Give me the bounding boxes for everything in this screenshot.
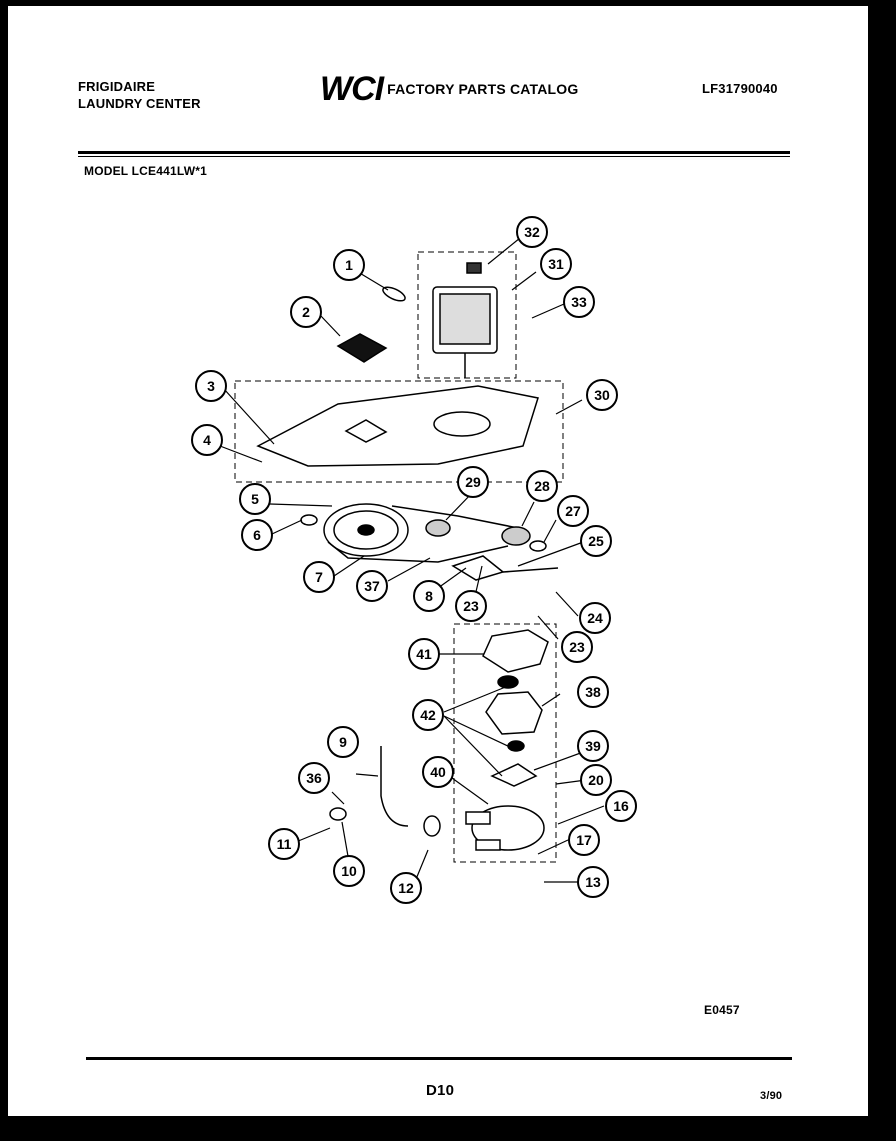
idler-pulley-part bbox=[425, 519, 451, 537]
pad-part bbox=[336, 333, 388, 363]
wci-logo: WCI bbox=[320, 70, 384, 108]
callout-38: 38 bbox=[577, 676, 609, 708]
svg-text:25: 25 bbox=[588, 533, 604, 549]
svg-text:28: 28 bbox=[534, 478, 550, 494]
catalog-title: FACTORY PARTS CATALOG bbox=[387, 80, 579, 97]
callout-36: 36 bbox=[298, 762, 330, 794]
callout-42: 42 bbox=[412, 699, 444, 731]
callout-13: 13 bbox=[577, 866, 609, 898]
footer-rule bbox=[86, 1057, 792, 1060]
header-rule-thin bbox=[78, 156, 790, 157]
svg-text:11: 11 bbox=[277, 836, 292, 852]
callout-32: 32 bbox=[516, 216, 548, 248]
svg-text:33: 33 bbox=[571, 294, 587, 310]
callout-4: 4 bbox=[191, 424, 223, 456]
callout-41: 41 bbox=[408, 638, 440, 670]
svg-text:31: 31 bbox=[548, 256, 564, 272]
svg-text:38: 38 bbox=[585, 684, 601, 700]
header-rule bbox=[78, 151, 790, 154]
callout-31: 31 bbox=[540, 248, 572, 280]
callout-8: 8 bbox=[413, 580, 445, 612]
svg-text:8: 8 bbox=[425, 588, 433, 604]
brand-name: FRIGIDAIRE bbox=[78, 79, 156, 94]
svg-text:20: 20 bbox=[588, 772, 604, 788]
drive-pulley-part bbox=[323, 503, 409, 557]
svg-text:27: 27 bbox=[565, 503, 581, 519]
brand-block: FRIGIDAIRE LAUNDRY CENTER bbox=[78, 78, 201, 112]
callout-7: 7 bbox=[303, 561, 335, 593]
parts-catalog-page: FRIGIDAIRE LAUNDRY CENTER WCI FACTORY PA… bbox=[8, 6, 868, 1116]
svg-text:3: 3 bbox=[207, 378, 215, 394]
callout-40: 40 bbox=[422, 756, 454, 788]
callout-33: 33 bbox=[563, 286, 595, 318]
callout-16: 16 bbox=[605, 790, 637, 822]
svg-text:5: 5 bbox=[251, 491, 259, 507]
svg-text:17: 17 bbox=[576, 832, 592, 848]
svg-text:12: 12 bbox=[398, 880, 414, 896]
callout-27: 27 bbox=[557, 495, 589, 527]
callout-20: 20 bbox=[580, 764, 612, 796]
model-line: MODEL LCE441LW*1 bbox=[84, 164, 208, 178]
pump-assembly-part bbox=[465, 629, 549, 851]
pump-group-box bbox=[453, 623, 557, 863]
svg-text:30: 30 bbox=[594, 387, 610, 403]
svg-text:7: 7 bbox=[315, 569, 323, 585]
svg-text:40: 40 bbox=[430, 764, 446, 780]
base-plate-group-box bbox=[234, 380, 564, 483]
svg-text:10: 10 bbox=[341, 863, 357, 879]
diagram-code: E0457 bbox=[704, 1003, 740, 1017]
callout-28: 28 bbox=[526, 470, 558, 502]
page-number: D10 bbox=[426, 1082, 455, 1099]
svg-text:2: 2 bbox=[302, 304, 310, 320]
callout-9: 9 bbox=[327, 726, 359, 758]
svg-text:13: 13 bbox=[585, 874, 601, 890]
motor-group-box bbox=[417, 251, 517, 379]
callout-10: 10 bbox=[333, 855, 365, 887]
callout-30: 30 bbox=[586, 379, 618, 411]
hose-part bbox=[380, 746, 409, 827]
catalog-number: LF31790040 bbox=[702, 81, 778, 96]
callout-6: 6 bbox=[241, 519, 273, 551]
svg-text:4: 4 bbox=[203, 432, 211, 448]
callout-29: 29 bbox=[457, 466, 489, 498]
callout-3: 3 bbox=[195, 370, 227, 402]
svg-text:23: 23 bbox=[569, 639, 585, 655]
callout-25: 25 bbox=[580, 525, 612, 557]
callout-2: 2 bbox=[290, 296, 322, 328]
catalog-heading: WCI FACTORY PARTS CATALOG bbox=[320, 72, 578, 106]
svg-text:37: 37 bbox=[364, 578, 380, 594]
callout-5: 5 bbox=[239, 483, 271, 515]
base-plate-part bbox=[256, 385, 539, 467]
callout-39: 39 bbox=[577, 730, 609, 762]
callout-1: 1 bbox=[333, 249, 365, 281]
svg-text:39: 39 bbox=[585, 738, 601, 754]
callout-17: 17 bbox=[568, 824, 600, 856]
svg-text:9: 9 bbox=[339, 734, 347, 750]
clip-part bbox=[382, 286, 406, 302]
svg-text:16: 16 bbox=[613, 798, 629, 814]
svg-text:42: 42 bbox=[420, 707, 436, 723]
svg-text:36: 36 bbox=[306, 770, 322, 786]
svg-text:32: 32 bbox=[524, 224, 540, 240]
svg-text:23: 23 bbox=[463, 598, 479, 614]
svg-text:24: 24 bbox=[587, 610, 603, 626]
motor-part bbox=[432, 262, 498, 378]
idler-arm-part bbox=[451, 555, 505, 581]
belt-part bbox=[327, 541, 509, 563]
exploded-parts-diagram: 1 2 3 4 5 6 7 37 8 23 23 24 25 27 28 29 … bbox=[191, 216, 637, 904]
pump-pulley-part bbox=[501, 526, 531, 546]
svg-text:6: 6 bbox=[253, 527, 261, 543]
callout-24: 24 bbox=[579, 602, 611, 634]
callout-11: 11 bbox=[268, 828, 300, 860]
svg-text:41: 41 bbox=[416, 646, 432, 662]
svg-text:1: 1 bbox=[345, 257, 353, 273]
callout-37: 37 bbox=[356, 570, 388, 602]
catalog-date: 3/90 bbox=[760, 1090, 783, 1102]
svg-text:29: 29 bbox=[465, 474, 481, 490]
callout-12: 12 bbox=[390, 872, 422, 904]
product-line: LAUNDRY CENTER bbox=[78, 96, 201, 111]
callout-23-upper: 23 bbox=[455, 590, 487, 622]
callout-23-lower: 23 bbox=[561, 631, 593, 663]
